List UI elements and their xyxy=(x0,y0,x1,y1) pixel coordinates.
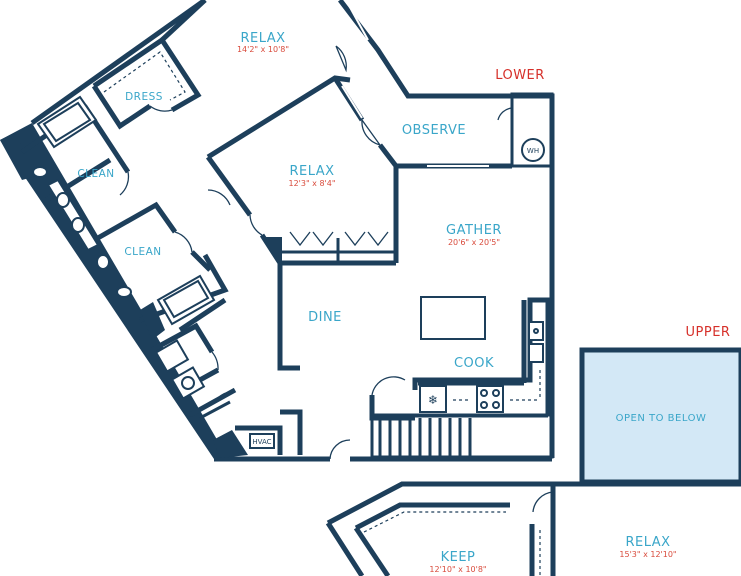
kitchen-island xyxy=(420,296,486,340)
room-name-clean-1: CLEAN xyxy=(77,168,114,180)
bathtub-1 xyxy=(36,95,98,149)
room-dim-relax-mid: 12'3" x 8'4" xyxy=(288,179,335,188)
level-label-upper: UPPER xyxy=(686,325,731,340)
room-dim-gather: 20'6" x 20'5" xyxy=(448,238,500,247)
svg-text:❄: ❄ xyxy=(428,393,438,407)
hvac-unit xyxy=(249,433,275,449)
room-name-relax-upper: RELAX xyxy=(625,535,670,550)
room-name-gather: GATHER xyxy=(446,223,502,238)
room-name-clean-2: CLEAN xyxy=(124,246,161,258)
upper-level-walls xyxy=(325,481,741,576)
open-to-below-area xyxy=(579,347,741,485)
bathtub-2 xyxy=(156,274,216,326)
refrigerator: ❄ xyxy=(419,385,447,413)
kitchen-sink xyxy=(528,321,544,363)
room-name-observe: OBSERVE xyxy=(402,123,466,138)
vanity-1 xyxy=(32,166,100,252)
room-name-dress: DRESS xyxy=(125,91,163,103)
diagonal-exterior-wall xyxy=(0,123,226,459)
room-name-keep: KEEP xyxy=(441,550,476,565)
level-label-lower: LOWER xyxy=(495,68,545,83)
room-dim-relax-upper: 15'3" x 12'10" xyxy=(619,550,676,559)
door-swings xyxy=(119,45,513,460)
open-to-below-label: OPEN TO BELOW xyxy=(616,413,707,424)
vanity-2 xyxy=(96,254,132,298)
room-name-relax-mid: RELAX xyxy=(289,164,334,179)
hvac-label: HVAC xyxy=(252,438,271,446)
room-name-dine: DINE xyxy=(308,310,342,325)
wh-label: WH xyxy=(527,147,539,155)
water-heater xyxy=(521,138,545,162)
washer-dryer xyxy=(154,339,206,400)
room-dim-keep: 12'10" x 10'8" xyxy=(429,565,486,574)
room-dim-relax-top: 14'2" x 10'8" xyxy=(237,45,289,54)
lower-level-walls xyxy=(0,0,555,462)
upper-diagonal-wall xyxy=(30,0,207,126)
stair-treads xyxy=(378,418,472,457)
room-name-cook: COOK xyxy=(454,356,494,371)
room-name-relax-top: RELAX xyxy=(240,31,285,46)
range xyxy=(476,385,504,413)
